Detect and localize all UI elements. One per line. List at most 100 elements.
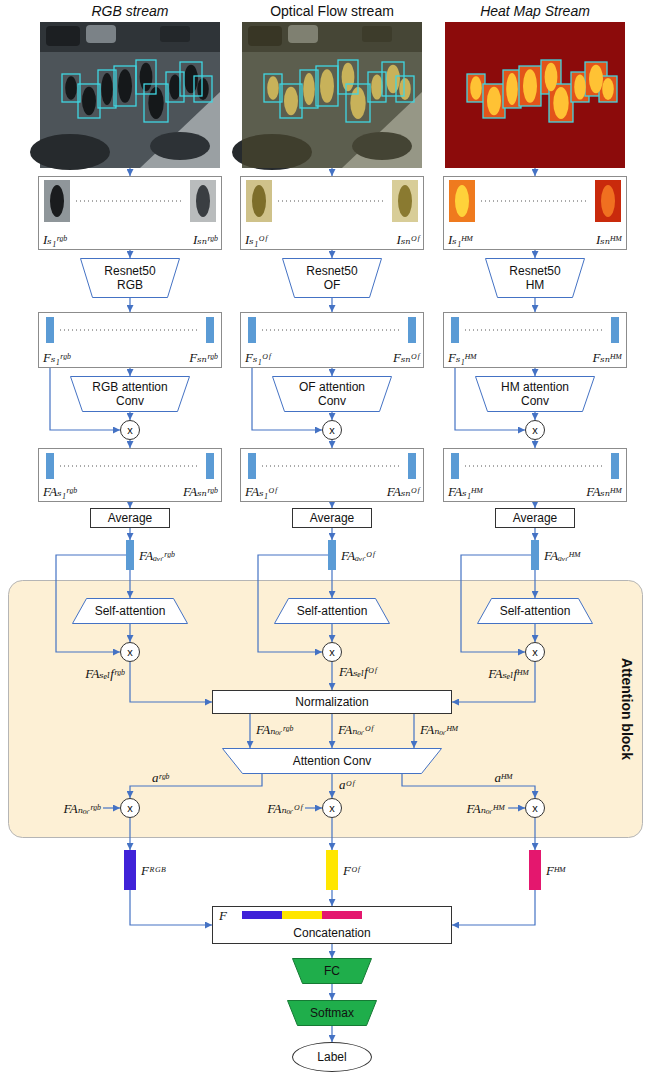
multiply-circle: x: [525, 642, 545, 662]
attention-block: Attention block Self-attention Self-attent…: [8, 580, 643, 838]
node-text: Fₛ₁ᴴᴹ: [448, 350, 477, 365]
node-text: Fₛ₁ᴼᶠ: [245, 350, 270, 365]
multiply-circle: x: [322, 642, 342, 662]
connector-arrow: [402, 774, 535, 798]
edge-label: aᴼᶠ: [337, 777, 356, 792]
connector-arrow: [331, 298, 332, 312]
connector-arrow: [534, 250, 535, 258]
node-text: Normalization: [295, 695, 368, 709]
connector-arrow: [331, 528, 332, 540]
connector-arrow: [129, 298, 130, 312]
layer-trapezoid: Resnet50 RGB: [80, 258, 180, 298]
node-text: Resnet50 HM: [505, 264, 565, 292]
connector-arrow: [534, 298, 535, 312]
feature-panel: Fₛ₁ʳᵍᵇFₛₙʳᵍᵇ: [38, 312, 222, 368]
node-text: x: [329, 802, 335, 814]
layer-trapezoid: Softmax: [287, 1000, 377, 1026]
input-label: FAₙₒᵣʳᵍᵇ: [64, 801, 101, 816]
node-text: FAₛₙᴼᶠ: [387, 484, 419, 499]
connector-arrow: [129, 818, 130, 850]
connector-arrow: [130, 662, 212, 702]
node-text: x: [127, 802, 133, 814]
connector-arrow: [534, 368, 535, 376]
connector-arrow: [534, 818, 535, 850]
trapezoid-shape: [478, 599, 593, 624]
node-text: x: [532, 646, 538, 658]
node-text: Attention block: [618, 658, 636, 760]
concat-vector: [242, 911, 362, 919]
node-text: Fₛ₁ʳᵍᵇ: [43, 350, 70, 365]
trapezoid-shape: [283, 259, 382, 298]
feature-vector: FAₐᵥᵣᴴᴹ: [531, 540, 539, 570]
multiply-circle: x: [120, 798, 140, 818]
trapezoid-shape: [288, 1001, 377, 1026]
node-text: x: [127, 646, 133, 658]
trapezoid-shape: [73, 599, 188, 624]
feature-panel: Fₛ₁ᴴᴹFₛₙᴴᴹ: [443, 312, 627, 368]
feature-panel: Iₛ₁ʳᵍᵇIₛₙʳᵍᵇ: [38, 176, 222, 250]
edge-label: FAₙₒᵣᴴᴹ: [418, 722, 460, 737]
concatenation-box: FConcatenation: [212, 906, 452, 944]
stream-image: Optical Flow stream: [242, 2, 422, 168]
connector-arrow: [129, 168, 130, 176]
input-label: FAₙₒᵣᴼᶠ: [267, 801, 302, 816]
connector-arrow: [129, 570, 130, 598]
rgb-frame: [30, 22, 220, 170]
process-box: Average: [495, 508, 575, 528]
node-text: FAₛ₁ᴴᴹ: [448, 484, 483, 499]
output-ellipse: Label: [292, 1042, 372, 1072]
connector-arrow: [129, 250, 130, 258]
node-text: Fᴴᴹ: [546, 863, 566, 878]
connector-arrow: [534, 528, 535, 540]
node-text: Iₛₙᴼᶠ: [397, 232, 419, 247]
feature-panel: FAₛ₁ᴴᴹFAₛₙᴴᴹ: [443, 448, 627, 502]
layer-trapezoid: Resnet50 OF: [282, 258, 382, 298]
node-text: RGB stream: [40, 2, 220, 20]
trapezoid-shape: [275, 599, 390, 624]
connector-arrow: [534, 570, 535, 598]
layer-trapezoid: Self-attention: [477, 598, 593, 624]
connector-arrow: [331, 774, 332, 798]
node-text: Self-attention: [500, 604, 571, 618]
node-text: Self-attention: [95, 604, 166, 618]
connector-arrow: [331, 570, 332, 598]
connector-arrow: [129, 412, 130, 420]
node-text: Iₛₙᴴᴹ: [596, 232, 622, 247]
connector-arrow: [331, 890, 332, 906]
edge-label: FAₛₑₗfᴼᶠ: [337, 664, 378, 679]
label-holder: Attention block: [617, 580, 637, 838]
node-text: x: [329, 424, 335, 436]
feature-vector: FAₐᵥᵣʳᵍᵇ: [126, 540, 134, 570]
edge-label: aʳᵍᵇ: [150, 770, 171, 785]
layer-trapezoid: Self-attention: [274, 598, 390, 624]
multiply-circle: x: [525, 798, 545, 818]
trapezoid-shape: [81, 259, 180, 298]
node-text: Average: [108, 511, 152, 525]
node-text: Softmax: [310, 1006, 354, 1020]
trapezoid-shape: [486, 259, 585, 298]
connector-arrow: [331, 412, 332, 420]
node-text: FAₐᵥᵣᴴᴹ: [544, 548, 581, 563]
node-text: Average: [513, 511, 557, 525]
node-text: Fᴿᴳᴮ: [141, 863, 166, 878]
node-text: Concatenation: [213, 926, 451, 940]
node-text: HM attention Conv: [493, 380, 577, 408]
layer-trapezoid: OF attention Conv: [272, 376, 392, 412]
attention-band: [9, 581, 643, 838]
process-box: Normalization: [212, 690, 452, 714]
connector-arrow: [331, 1026, 332, 1042]
multiply-circle: x: [525, 420, 545, 440]
connector-arrow: [129, 368, 130, 376]
edge-label: FAₛₑₗfᴴᴹ: [486, 666, 531, 681]
layer-trapezoid: Self-attention: [72, 598, 188, 624]
node-text: Label: [317, 1050, 346, 1064]
node-text: FAₛ₁ᴼᶠ: [245, 484, 277, 499]
layer-trapezoid: Attention Conv: [222, 748, 442, 774]
node-text: Average: [310, 511, 354, 525]
multiply-circle: x: [322, 798, 342, 818]
feature-panel: FAₛ₁ᴼᶠ FAₛₙᴼᶠ: [240, 448, 424, 502]
process-box: Average: [90, 508, 170, 528]
feature-panel: Iₛ₁ᴴᴹIₛₙᴴᴹ: [443, 176, 627, 250]
connector-arrow: [331, 624, 332, 642]
